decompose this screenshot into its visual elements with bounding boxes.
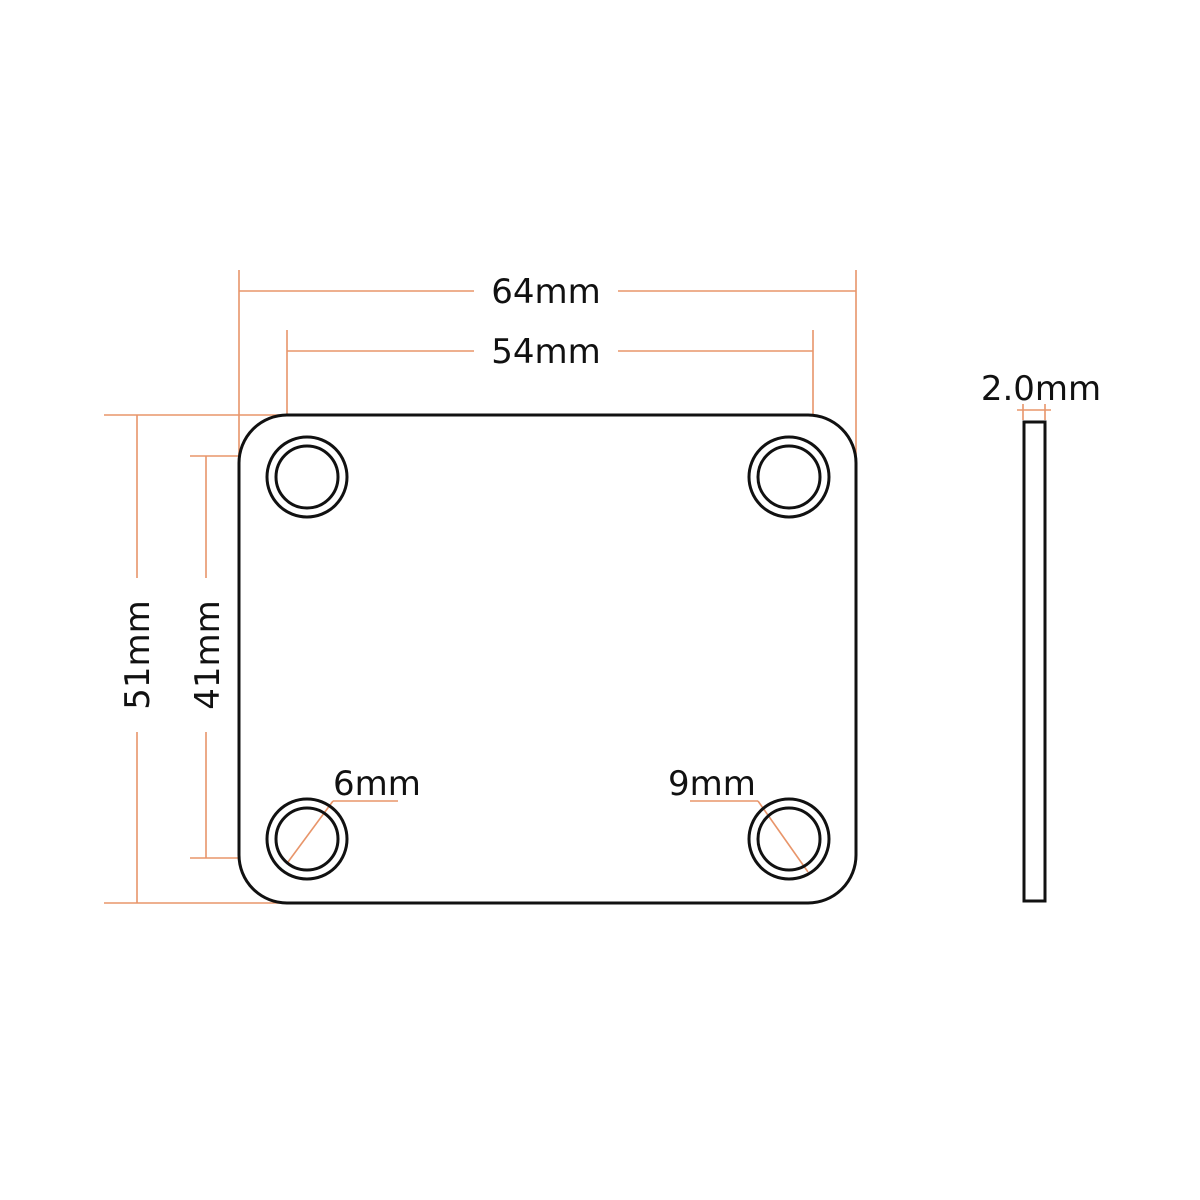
height-51-dimension — [104, 414, 287, 904]
plate-front-view — [237, 413, 858, 905]
width-64-dimension — [238, 270, 857, 456]
hole-bottom-left — [265, 797, 349, 881]
hole-bottom-right — [747, 797, 831, 881]
plate-side-view — [1022, 420, 1047, 903]
hole-9-leader — [690, 800, 809, 873]
label-41mm: 41mm — [188, 600, 228, 710]
dimension-lines — [104, 270, 1051, 904]
plate-outline — [237, 413, 858, 905]
label-64mm: 64mm — [491, 272, 601, 312]
hole-6-leader — [287, 800, 398, 863]
hole-top-left — [265, 435, 349, 519]
label-6mm: 6mm — [333, 764, 421, 804]
label-9mm: 9mm — [668, 764, 756, 804]
width-54-dimension — [286, 330, 814, 416]
hole-top-right — [747, 435, 831, 519]
label-54mm: 54mm — [491, 332, 601, 372]
height-41-dimension — [190, 455, 239, 859]
label-2-0mm: 2.0mm — [981, 369, 1101, 409]
thickness-dimension — [1017, 404, 1051, 420]
label-51mm: 51mm — [118, 600, 158, 710]
